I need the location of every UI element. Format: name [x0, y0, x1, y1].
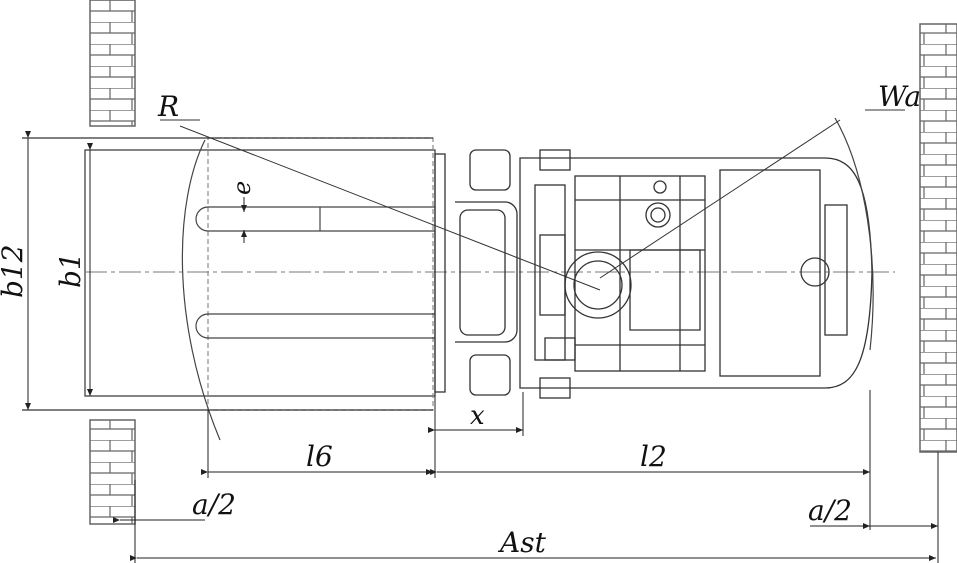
forklift-truck [434, 149, 873, 399]
label-b1: b1 [54, 252, 87, 288]
label-Ast: Ast [497, 526, 547, 559]
label-l6: l6 [306, 440, 333, 473]
label-e: e [228, 181, 256, 195]
wall-right [919, 23, 957, 453]
label-a2-right: a/2 [808, 494, 852, 527]
label-x: x [470, 401, 485, 431]
label-a2-left: a/2 [192, 488, 236, 521]
label-R: R [157, 90, 179, 123]
label-l2: l2 [640, 440, 667, 473]
radius-lines [160, 109, 905, 291]
label-Wa: Wa [878, 80, 921, 113]
turning-arcs [181, 117, 874, 441]
dimension-lines [25, 131, 939, 563]
forks [195, 206, 435, 339]
label-b12: b12 [0, 244, 29, 298]
wall-top-left [89, 0, 136, 127]
wall-bottom-left [89, 419, 136, 525]
